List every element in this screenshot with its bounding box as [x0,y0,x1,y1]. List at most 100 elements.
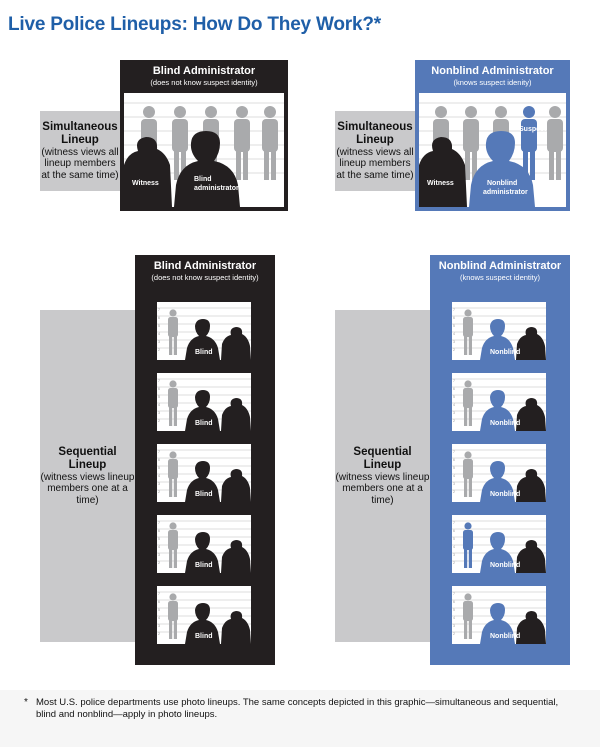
administrator-silhouette [480,603,515,644]
svg-text:2: 2 [158,348,160,352]
svg-text:6: 6 [158,529,160,533]
admin-type-note: (knows suspect idenity) [453,78,532,87]
svg-text:6: 6 [158,387,160,391]
svg-text:7: 7 [453,308,455,312]
simultaneous-band-left: Simultaneous Lineup (witness views all l… [40,111,120,191]
svg-text:2: 2 [453,561,455,565]
admin-type-title: Nonblind Administrator [431,65,554,77]
lineup-member-silhouette [168,593,178,639]
witness-silhouette [516,469,546,502]
simultaneous-band-right: Simultaneous Lineup (witness views all l… [335,111,415,191]
frame-administrator-label: Blind [195,562,213,569]
sequential-label: Sequential Lineup [58,445,117,471]
svg-text:3: 3 [453,553,455,557]
svg-text:2: 2 [158,561,160,565]
frame-administrator-label: Blind [195,491,213,498]
admin-type-note: (does not know suspect identity) [150,78,258,87]
svg-text:3: 3 [158,411,160,415]
svg-text:7: 7 [453,521,455,525]
svg-text:2: 2 [453,348,455,352]
frame-administrator-label: Blind [195,633,213,640]
footnote-area [0,690,600,747]
svg-text:6: 6 [158,316,160,320]
witness-silhouette [221,327,251,360]
frame-administrator-label: Nonblind [490,633,520,640]
svg-text:4: 4 [453,474,455,478]
svg-text:3: 3 [158,482,160,486]
frame-administrator-label: Nonblind [490,562,520,569]
frame-administrator-label: Nonblind [490,420,520,427]
witness-silhouette [221,469,251,502]
suspect-label: Suspect [519,126,547,133]
svg-text:3: 3 [453,340,455,344]
svg-text:6: 6 [453,600,455,604]
svg-text:3: 3 [453,482,455,486]
simultaneous-description: (witness views all lineup members at the… [41,146,119,181]
witness-silhouette [221,540,251,573]
svg-text:5: 5 [158,395,160,399]
svg-text:4: 4 [453,332,455,336]
frame-administrator-label: Nonblind [490,491,520,498]
administrator-silhouette [185,461,220,502]
suspect-silhouette [521,106,537,180]
witness-silhouette [221,398,251,431]
svg-text:7: 7 [158,521,160,525]
svg-text:3: 3 [158,553,160,557]
svg-text:5: 5 [158,466,160,470]
administrator-silhouette [185,319,220,360]
sequential-label-right: Sequential Lineup [353,445,412,471]
lineup-member-silhouette [168,380,178,426]
svg-text:7: 7 [158,450,160,454]
nonblind-administrator-silhouette [469,131,535,207]
simultaneous-blind-panel: Blind Administrator (does not know suspe… [120,60,288,211]
sequential-blind-panel: Blind Administrator (does not know suspe… [135,255,275,665]
sequential-nonblind-panel: Nonblind Administrator (knows suspect id… [430,255,570,665]
svg-text:5: 5 [453,466,455,470]
blind-administrator-silhouette [174,131,240,207]
svg-text:2: 2 [453,490,455,494]
svg-text:7: 7 [158,592,160,596]
svg-text:6: 6 [453,458,455,462]
administrator-silhouette [185,532,220,573]
sequential-band-left: Sequential Lineup (witness views lineup … [40,310,135,642]
simultaneous-description-right: (witness views all lineup members at the… [336,146,414,181]
suspect-silhouette [463,522,473,568]
svg-text:6: 6 [158,600,160,604]
svg-text:5: 5 [453,395,455,399]
page-title: Live Police Lineups: How Do They Work?* [8,14,381,35]
svg-text:4: 4 [158,332,160,336]
lineup-member-silhouette [168,451,178,497]
witness-label: Witness [132,180,159,187]
lineup-member-silhouette [168,309,178,355]
administrator-silhouette [480,461,515,502]
svg-text:4: 4 [158,545,160,549]
witness-silhouette [516,611,546,644]
svg-text:3: 3 [453,411,455,415]
svg-text:5: 5 [453,324,455,328]
witness-silhouette [516,540,546,573]
svg-text:3: 3 [453,624,455,628]
svg-text:2: 2 [158,490,160,494]
administrator-silhouette [480,319,515,360]
lineup-member-silhouette [168,522,178,568]
admin-type-title: Nonblind Administrator [438,260,562,272]
simultaneous-label: Simultaneous Lineup [42,120,118,146]
footnote-text: Most U.S. police departments use photo l… [36,697,559,720]
administrator-silhouette [480,390,515,431]
svg-text:4: 4 [453,403,455,407]
svg-text:5: 5 [453,608,455,612]
witness-label: Witness [427,180,454,187]
admin-type-note: (knows suspect identity) [459,273,541,282]
svg-text:4: 4 [158,403,160,407]
